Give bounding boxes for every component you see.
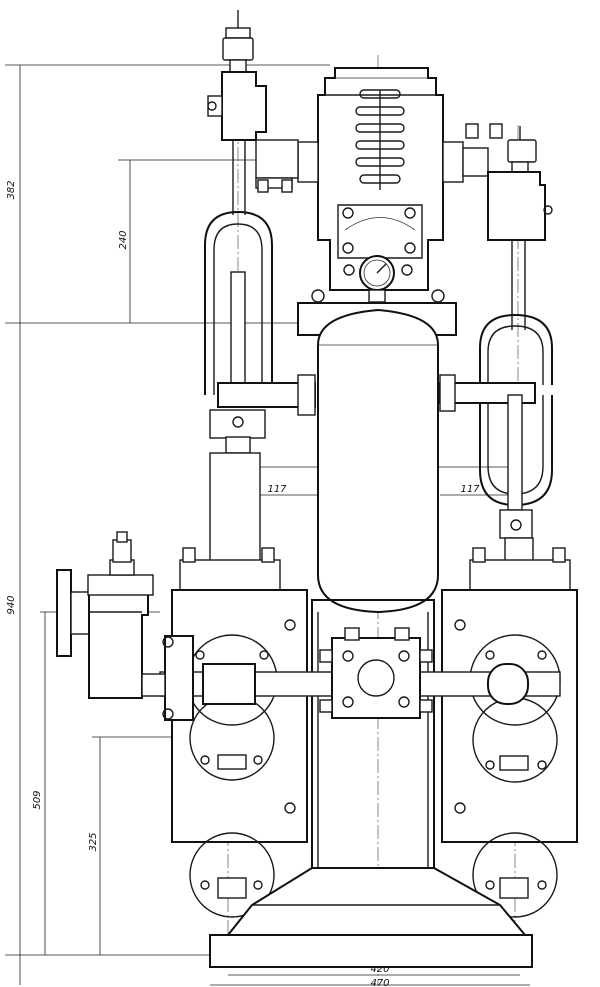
left-u-loop <box>204 210 316 564</box>
left-top-valve-assembly <box>207 10 299 215</box>
dim-240-label: 240 <box>118 230 129 249</box>
left-dimension-lines <box>5 64 330 985</box>
central-pressure-vessel <box>297 289 457 869</box>
right-u-loop <box>439 313 553 564</box>
pressure-gauge-icon <box>343 255 413 303</box>
right-top-valve-assembly <box>465 123 553 330</box>
left-inlet-elbow <box>56 531 194 721</box>
right-cylinder-block <box>441 547 578 918</box>
dim-940-label: 940 <box>6 595 17 614</box>
gearbox-housing <box>297 67 489 291</box>
dim-117-right-label: 117 <box>460 484 480 495</box>
base-plate <box>209 867 533 968</box>
dim-117-left-label: 117 <box>267 484 287 495</box>
crossbar-assembly <box>159 627 561 719</box>
dim-509-label: 509 <box>32 790 43 809</box>
left-cylinder-block <box>171 547 308 918</box>
dim-382-label: 382 <box>6 180 17 199</box>
dim-325-label: 325 <box>88 832 99 851</box>
dim-420-label: 420 <box>370 964 389 975</box>
dim-470-label: 470 <box>370 978 389 987</box>
